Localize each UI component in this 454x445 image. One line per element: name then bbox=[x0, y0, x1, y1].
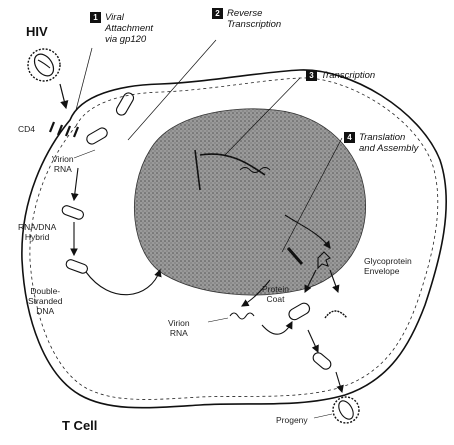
dsdna-line1: Double- bbox=[30, 286, 60, 296]
virion-rna-line1: Virion bbox=[52, 154, 74, 164]
protein-coat-label: Protein Coat bbox=[262, 284, 289, 304]
virion-rna-label: Virion RNA bbox=[52, 154, 74, 174]
attachment-arrow bbox=[60, 84, 66, 108]
step-2: 2 Reverse Transcription bbox=[212, 8, 281, 30]
hiv-virion bbox=[28, 49, 60, 81]
rna-dna-line2: Hybrid bbox=[25, 232, 50, 242]
dsdna-capsule bbox=[65, 258, 89, 274]
step-3-number: 3 bbox=[306, 70, 317, 81]
step-2-line2: Transcription bbox=[212, 19, 281, 30]
arrow-rna-to-coat bbox=[262, 322, 292, 334]
protein-coat-line1: Protein bbox=[262, 284, 289, 294]
step-4-line1: Translation bbox=[359, 132, 405, 143]
progeny-label: Progeny bbox=[276, 415, 308, 425]
step-1: 1 Viral Attachment via gp120 bbox=[90, 12, 153, 45]
nucleus bbox=[134, 109, 365, 295]
assembled-capsule bbox=[311, 351, 333, 372]
virion-rna2-line1: Virion bbox=[168, 318, 190, 328]
progeny-leader bbox=[314, 414, 332, 418]
cd4-receptors bbox=[50, 122, 78, 137]
virion-rna2-line2: RNA bbox=[170, 328, 188, 338]
step-1-line2: Attachment bbox=[90, 23, 153, 34]
step-4-line2: and Assembly bbox=[344, 143, 418, 154]
double-stranded-dna-label: Double- Stranded DNA bbox=[28, 286, 63, 316]
virion-rna-capsule bbox=[85, 91, 135, 146]
step-1-number: 1 bbox=[90, 12, 101, 23]
rna-dna-line1: RNA/DNA bbox=[18, 222, 56, 232]
arrow-bud bbox=[336, 372, 342, 392]
glycoprotein-envelope bbox=[325, 311, 347, 318]
glycoprotein-envelope-label: Glycoprotein Envelope bbox=[364, 256, 412, 276]
cd4-label: CD4 bbox=[18, 124, 35, 134]
virion-rna-leader bbox=[74, 150, 95, 158]
step-1-line1: Viral bbox=[105, 12, 124, 23]
virion-rna2-leader bbox=[208, 318, 228, 322]
step-4: 4 Translation and Assembly bbox=[344, 132, 418, 154]
hiv-label: HIV bbox=[26, 24, 48, 39]
step1-leader bbox=[76, 48, 92, 110]
virion-rna-line2: RNA bbox=[54, 164, 72, 174]
arrow-rna-down bbox=[74, 168, 78, 200]
rna-dna-capsule bbox=[61, 204, 85, 220]
glycoprotein-line2: Envelope bbox=[364, 266, 399, 276]
step-2-line1: Reverse bbox=[227, 8, 262, 19]
glycoprotein-line1: Glycoprotein bbox=[364, 256, 412, 266]
progeny-virion bbox=[333, 397, 359, 423]
step-4-number: 4 bbox=[344, 132, 355, 143]
arrow-into-nucleus bbox=[86, 270, 160, 295]
dsdna-line3: DNA bbox=[36, 306, 54, 316]
protein-coat-capsule bbox=[287, 301, 312, 322]
rna-dna-hybrid-label: RNA/DNA Hybrid bbox=[18, 222, 56, 242]
virion-rna-label-2: Virion RNA bbox=[168, 318, 190, 338]
dsdna-line2: Stranded bbox=[28, 296, 63, 306]
step-1-line3: via gp120 bbox=[90, 34, 146, 45]
virion-rna-squiggle bbox=[230, 313, 254, 319]
tcell-label: T Cell bbox=[62, 418, 97, 433]
protein-coat-line2: Coat bbox=[266, 294, 284, 304]
arrow-assembly bbox=[308, 330, 318, 352]
step-3: 3 Transcription bbox=[306, 70, 375, 81]
step-3-line1: Transcription bbox=[321, 70, 375, 81]
step-2-number: 2 bbox=[212, 8, 223, 19]
